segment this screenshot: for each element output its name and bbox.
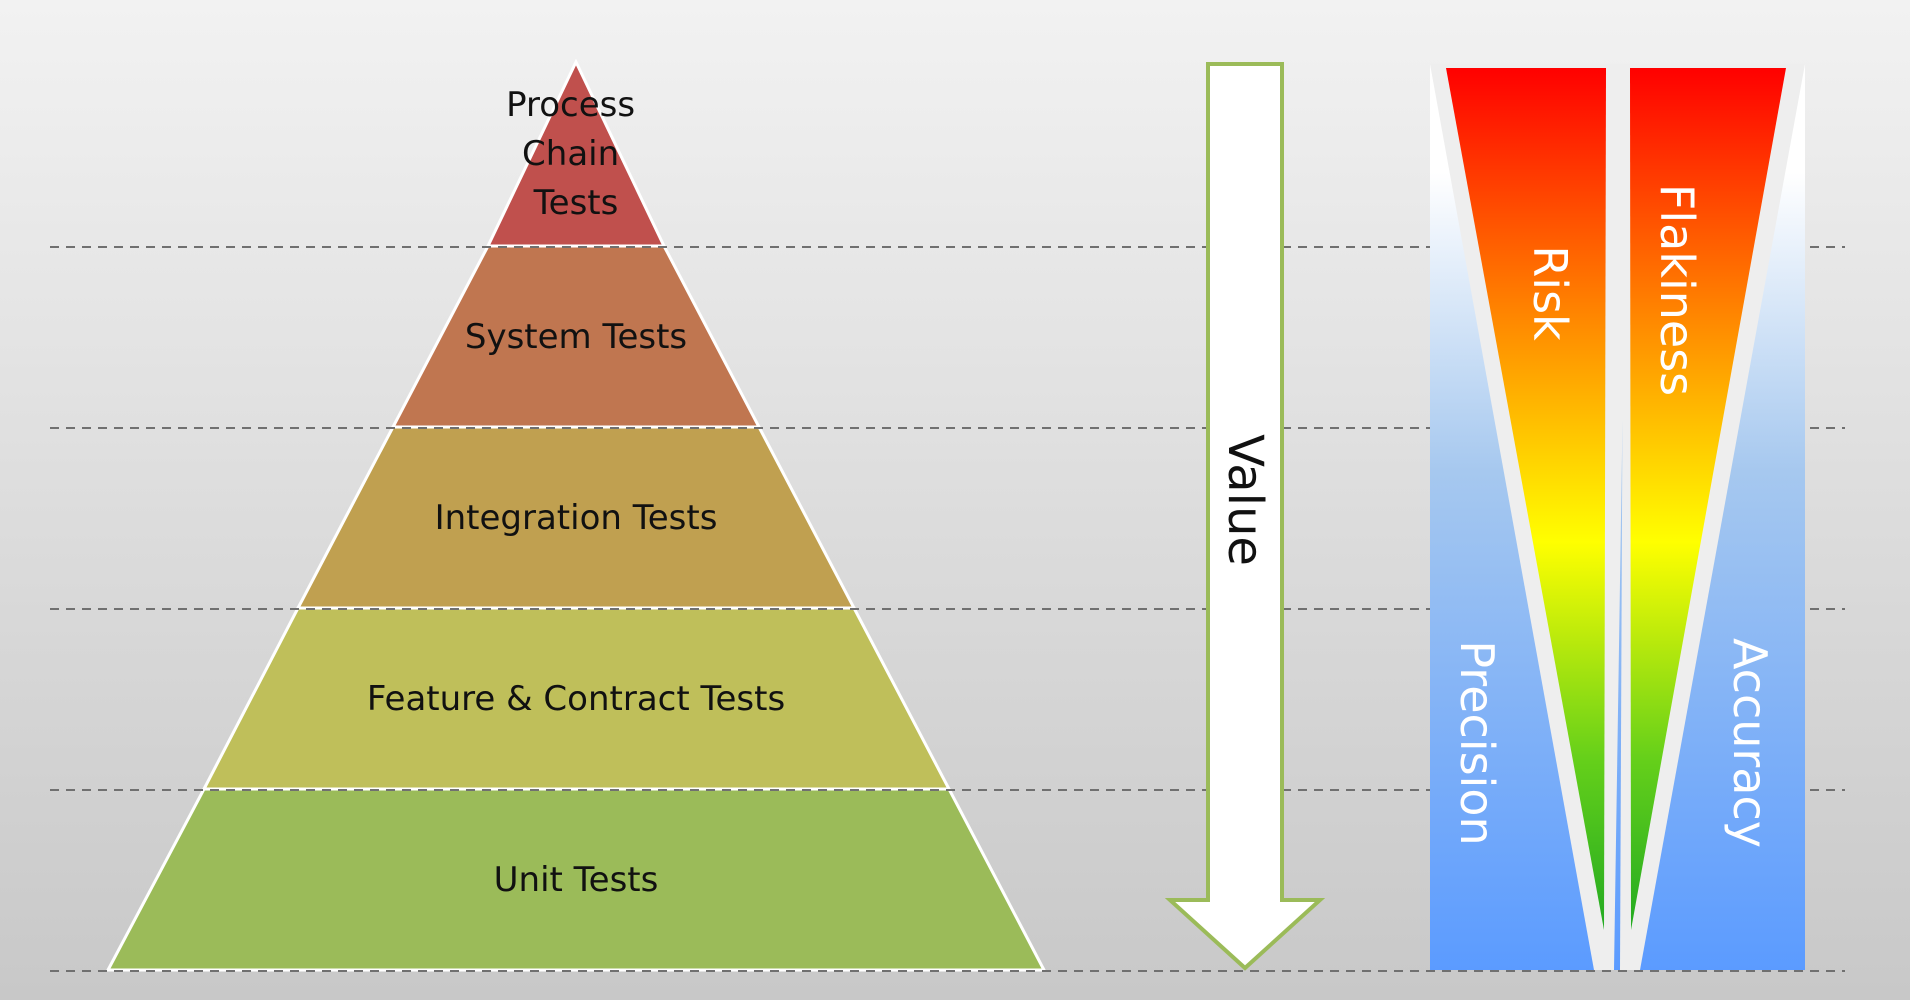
value-arrow: Value: [1164, 62, 1326, 971]
risk-label: Risk: [1523, 245, 1577, 341]
precision-label: Precision: [1450, 640, 1504, 845]
risk-scale: Risk Flakiness Precision Accuracy: [1430, 64, 1805, 970]
down-arrow-icon: [1164, 62, 1326, 971]
pyramid-label-process-chain: Process Chain Tests: [506, 85, 646, 223]
pyramid-label-unit: Unit Tests: [494, 860, 659, 900]
risk-triangle: [1446, 68, 1606, 930]
accuracy-label: Accuracy: [1723, 638, 1777, 848]
pyramid-label-feature-contract: Feature & Contract Tests: [367, 679, 785, 719]
pyramid-label-integration: Integration Tests: [435, 498, 718, 538]
value-label: Value: [1217, 434, 1273, 566]
flakiness-label: Flakiness: [1650, 184, 1704, 396]
flakiness-triangle: [1630, 68, 1786, 930]
pyramid-label-system: System Tests: [465, 317, 687, 357]
